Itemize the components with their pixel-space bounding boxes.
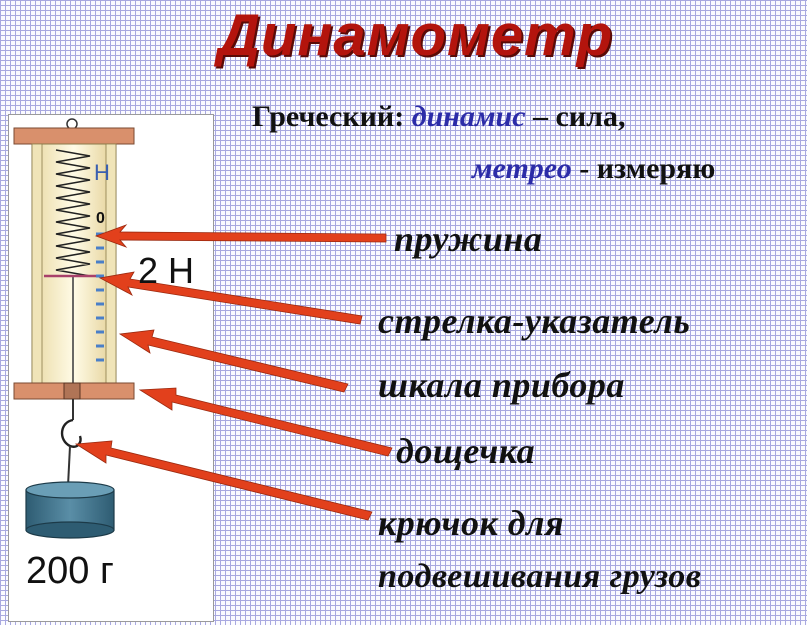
scale-marks (96, 232, 104, 362)
label-scale: шкала прибора (378, 365, 625, 405)
weight-label: 200 г (26, 550, 114, 592)
etymology-colon: : (394, 100, 405, 133)
scale-zero-label: 0 (96, 210, 105, 227)
page-title: Динамометр (218, 3, 614, 68)
arrow-spring (94, 224, 387, 248)
label-arrows (74, 224, 393, 521)
label-hook-line-1: крючок для (378, 503, 565, 543)
etymology-language: Греческий (252, 100, 395, 133)
arrow-board (138, 387, 393, 457)
arrow-pointer (98, 271, 363, 325)
arrow-hook (74, 440, 373, 521)
spring (55, 149, 91, 277)
etymology-word-dynamis: динамис (411, 100, 526, 133)
board-slot (63, 382, 81, 400)
reading-label: 2 Н (138, 250, 195, 291)
top-board (13, 127, 135, 145)
label-hook-line-2: подвешивания грузов (378, 558, 702, 595)
etymology-dash-2: - (579, 152, 590, 185)
label-board: дощечка (396, 431, 536, 471)
scale-tube (31, 143, 117, 385)
weight-200g (25, 481, 115, 539)
etymology-line-1: Греческий: динамис – сила, (252, 100, 625, 134)
tube-inner-left (31, 143, 43, 385)
etymology-line-2: метрео - измеряю (472, 152, 715, 186)
etymology-word-metreo: метрео (472, 152, 572, 185)
etymology-meaning-measure: измеряю (596, 152, 716, 185)
etymology-meaning-force: сила, (555, 100, 626, 133)
scale-unit-label: Н (94, 160, 110, 185)
arrow-scale (118, 329, 349, 393)
etymology-dash-1: – (533, 100, 549, 133)
label-pointer: стрелка-указатель (378, 301, 691, 341)
hook-icon (60, 418, 82, 448)
weight-wire (67, 445, 71, 487)
label-spring: пружина (394, 219, 543, 259)
